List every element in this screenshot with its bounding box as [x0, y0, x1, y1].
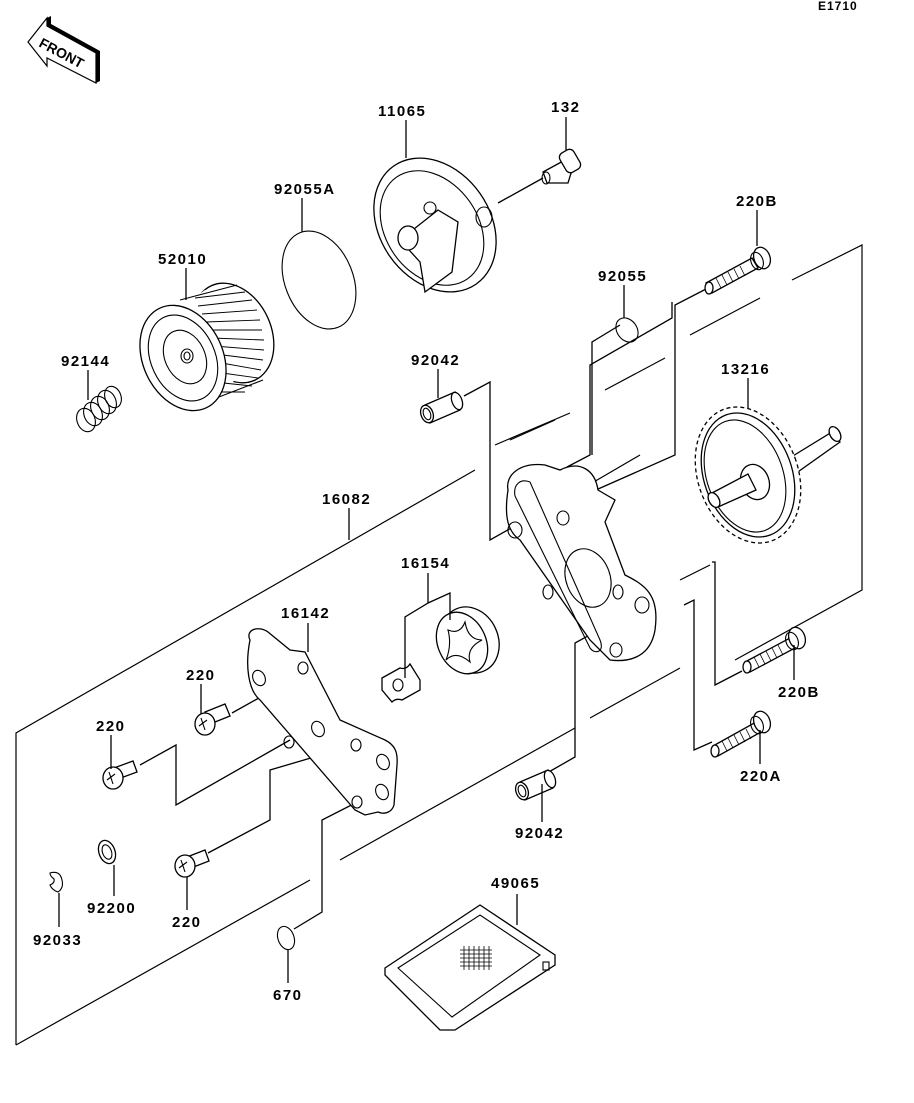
part-92042-bottom-drawing[interactable]	[513, 769, 557, 802]
label-220-lower[interactable]: 220	[172, 914, 202, 931]
label-52010[interactable]: 52010	[158, 251, 207, 268]
part-132-drawing[interactable]	[541, 147, 582, 185]
label-220-upper[interactable]: 220	[186, 667, 216, 684]
part-92042-top-drawing[interactable]	[418, 391, 464, 425]
part-16154-drawing[interactable]	[381, 597, 510, 703]
part-13216-drawing[interactable]	[677, 392, 843, 558]
front-arrow-icon: FRONT	[27, 16, 100, 84]
part-92033-drawing[interactable]	[49, 871, 64, 893]
part-16142-drawing[interactable]	[247, 628, 398, 816]
part-49065-drawing[interactable]	[384, 904, 556, 1031]
assembly-frame	[15, 244, 863, 1046]
part-220-left-drawing[interactable]	[102, 760, 138, 790]
part-670-drawing[interactable]	[274, 924, 297, 952]
part-220B-right-drawing[interactable]	[742, 625, 808, 674]
label-220-left[interactable]: 220	[96, 718, 126, 735]
part-92200-drawing[interactable]	[95, 838, 118, 866]
part-92055-drawing[interactable]	[611, 314, 642, 347]
part-92055A-drawing[interactable]	[268, 220, 369, 340]
label-16142[interactable]: 16142	[281, 605, 330, 622]
label-11065[interactable]: 11065	[378, 103, 426, 120]
part-16082-body-drawing[interactable]	[505, 463, 657, 662]
part-220-upper-drawing[interactable]	[194, 703, 231, 736]
part-92144-drawing[interactable]	[73, 384, 124, 434]
part-220A-drawing[interactable]	[710, 709, 773, 758]
label-92033[interactable]: 92033	[33, 932, 82, 949]
label-13216[interactable]: 13216	[721, 361, 770, 378]
label-92055A[interactable]: 92055A	[274, 181, 336, 198]
label-92144[interactable]: 92144	[61, 353, 110, 370]
label-49065[interactable]: 49065	[491, 875, 540, 892]
callout-leaders	[58, 117, 795, 983]
label-92200[interactable]: 92200	[87, 900, 136, 917]
label-16082[interactable]: 16082	[322, 491, 371, 508]
part-labels: 11065 132 92055A 52010 92144 220B 92055 …	[33, 99, 820, 1004]
label-92042-top[interactable]: 92042	[411, 352, 460, 369]
label-92055[interactable]: 92055	[598, 268, 647, 285]
label-92042-bottom[interactable]: 92042	[515, 825, 564, 842]
label-220A[interactable]: 220A	[740, 768, 782, 785]
label-220B-right[interactable]: 220B	[778, 684, 820, 701]
label-132[interactable]: 132	[551, 99, 581, 116]
diagram-code: E1710	[818, 0, 858, 13]
part-220-lower-drawing[interactable]	[174, 849, 210, 878]
label-670[interactable]: 670	[273, 987, 303, 1004]
label-220B-top[interactable]: 220B	[736, 193, 778, 210]
part-52010-drawing[interactable]	[124, 270, 290, 425]
label-16154[interactable]: 16154	[401, 555, 450, 572]
alignment-lines	[139, 177, 743, 930]
part-11065-drawing[interactable]	[349, 134, 522, 315]
part-220B-top-drawing[interactable]	[704, 245, 773, 295]
